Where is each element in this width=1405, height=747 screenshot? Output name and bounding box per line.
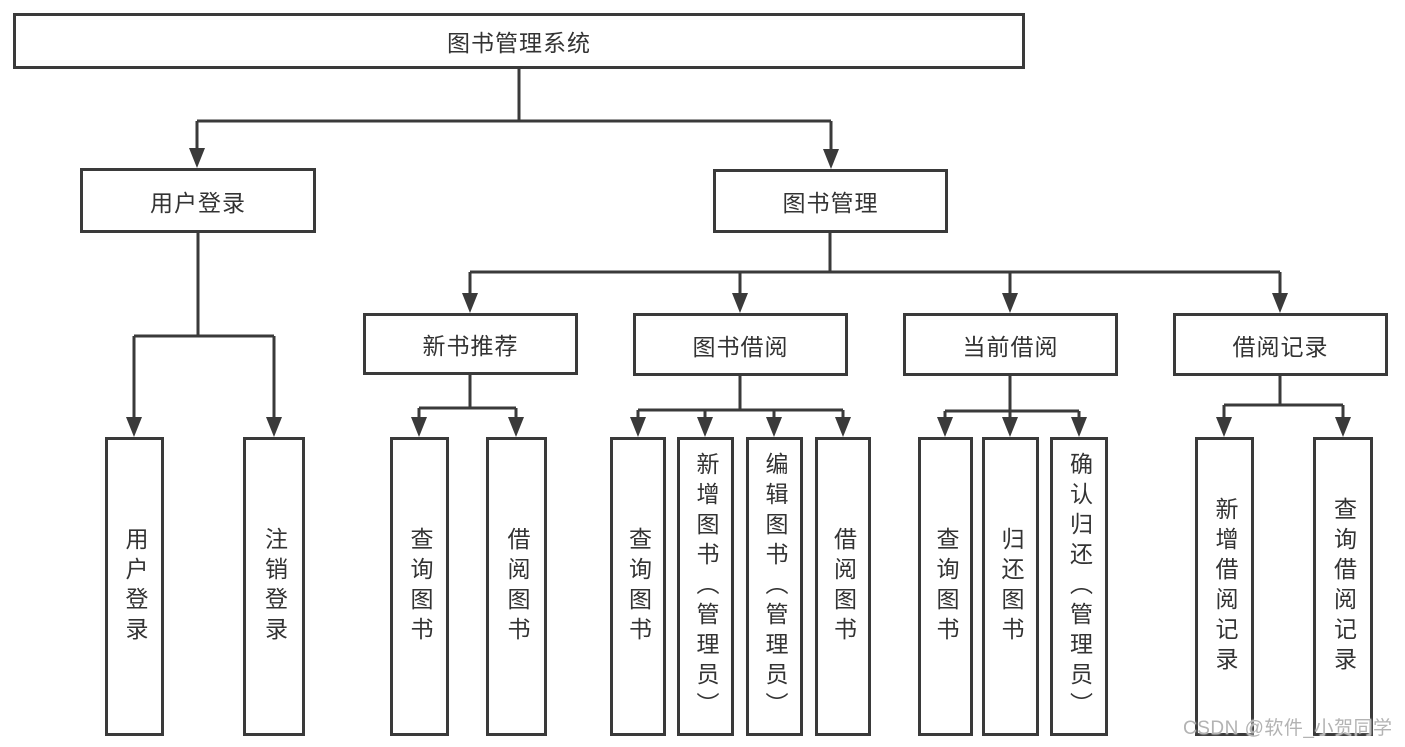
leaf-current-confirm-return: 确认归还（管理员）	[1050, 437, 1108, 736]
leaf-records-add-record: 新增借阅记录	[1195, 437, 1254, 736]
node-book-borrow: 图书借阅	[633, 313, 848, 376]
leaf-current-return-books: 归还图书	[982, 437, 1039, 736]
leaf-recommend-query-books: 查询图书	[390, 437, 449, 736]
node-borrow-records-label: 借阅记录	[1232, 333, 1329, 360]
leaf-current-return-books-label: 归还图书	[998, 526, 1024, 647]
leaf-current-confirm-return-label: 确认归还（管理员）	[1066, 451, 1093, 722]
leaf-records-query-record-label: 查询借阅记录	[1330, 496, 1357, 677]
node-new-book-recommend-label: 新书推荐	[422, 333, 519, 359]
leaf-records-query-record: 查询借阅记录	[1313, 437, 1373, 736]
node-root: 图书管理系统	[13, 13, 1025, 69]
leaf-recommend-borrow-books-label: 借阅图书	[504, 526, 530, 647]
leaf-borrow-add-books: 新增图书（管理员）	[677, 437, 734, 736]
node-borrow-records: 借阅记录	[1173, 313, 1388, 376]
csdn-watermark: CSDN @软件_小贺同学	[1183, 718, 1393, 739]
leaf-borrow-edit-books: 编辑图书（管理员）	[746, 437, 803, 736]
leaf-current-query-books: 查询图书	[918, 437, 973, 736]
node-book-management: 图书管理	[713, 169, 948, 233]
node-book-borrow-label: 图书借阅	[692, 333, 789, 360]
node-user-login: 用户登录	[80, 168, 316, 233]
leaf-borrow-add-books-label: 新增图书（管理员）	[693, 451, 719, 722]
leaf-borrow-query-books: 查询图书	[610, 437, 666, 736]
leaf-borrow-query-books-label: 查询图书	[625, 526, 652, 647]
leaf-records-add-record-label: 新增借阅记录	[1212, 496, 1238, 677]
leaf-current-query-books-label: 查询图书	[933, 526, 959, 647]
leaf-user-login: 用户登录	[105, 437, 164, 736]
node-root-label: 图书管理系统	[447, 30, 591, 56]
node-current-borrow: 当前借阅	[903, 313, 1118, 376]
leaf-recommend-borrow-books: 借阅图书	[486, 437, 547, 736]
leaf-logout-login: 注销登录	[243, 437, 305, 736]
leaf-recommend-query-books-label: 查询图书	[407, 526, 433, 647]
node-current-borrow-label: 当前借阅	[962, 333, 1059, 360]
leaf-logout-login-label: 注销登录	[261, 526, 288, 647]
leaf-user-login-label: 用户登录	[122, 526, 148, 647]
leaf-borrow-borrow-books-label: 借阅图书	[830, 526, 857, 647]
node-new-book-recommend: 新书推荐	[363, 313, 578, 375]
leaf-borrow-edit-books-label: 编辑图书（管理员）	[762, 451, 788, 722]
node-user-login-label: 用户登录	[150, 189, 246, 216]
node-book-management-label: 图书管理	[782, 190, 879, 216]
leaf-borrow-borrow-books: 借阅图书	[815, 437, 871, 736]
